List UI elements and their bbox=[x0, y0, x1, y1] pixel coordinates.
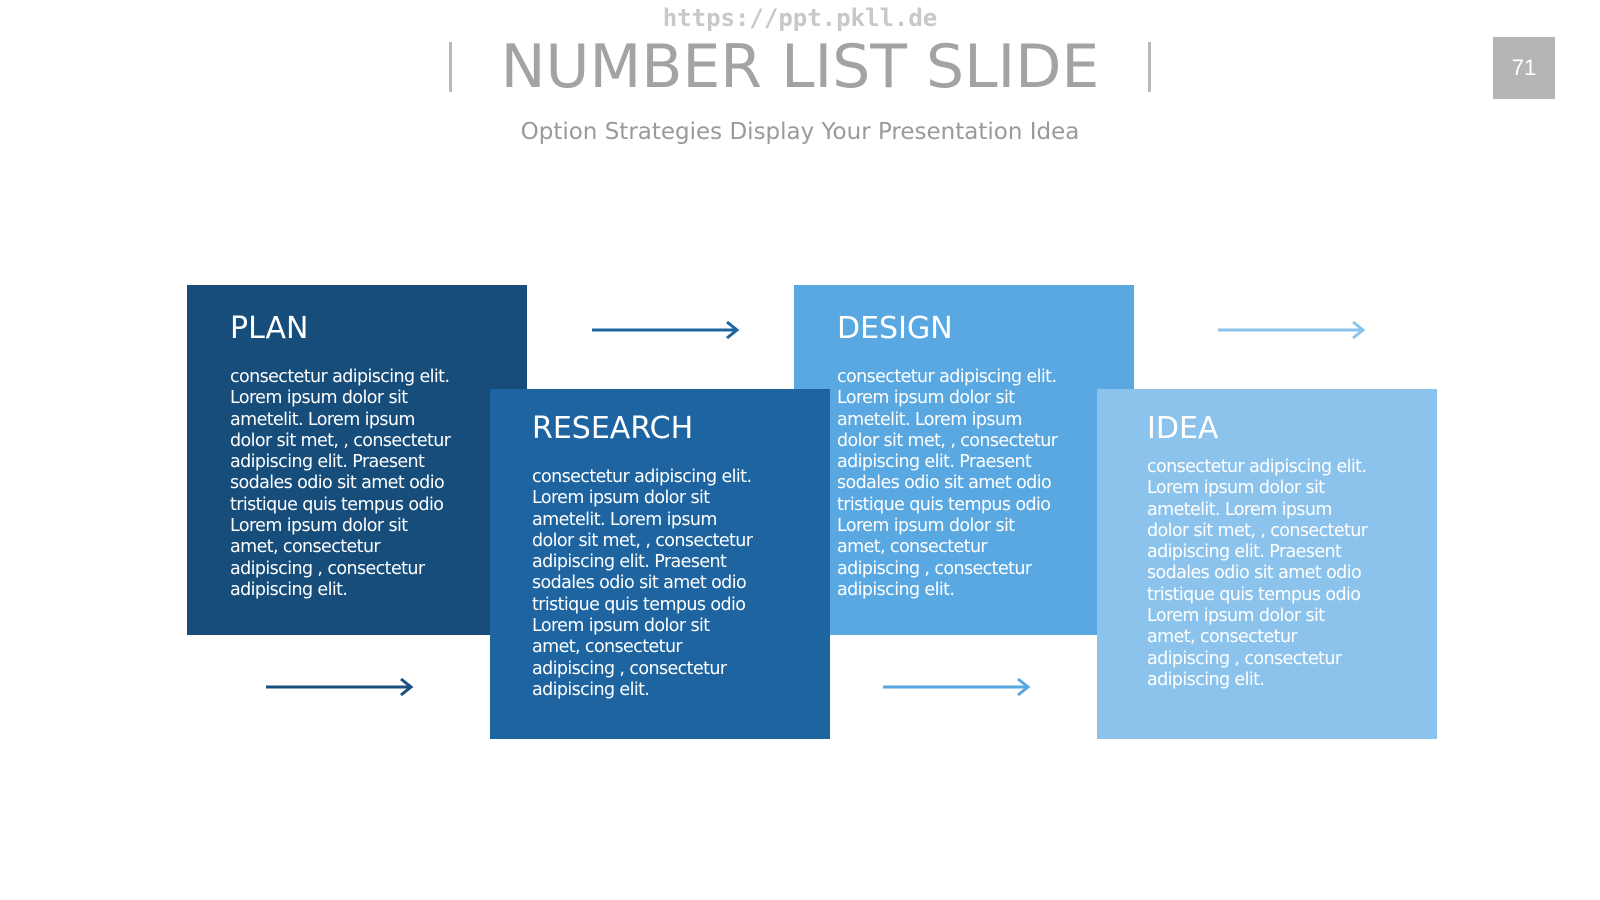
step-card-plan: PLAN consectetur adipiscing elit. Lorem … bbox=[187, 285, 527, 635]
step-body: consectetur adipiscing elit. Lorem ipsum… bbox=[230, 367, 451, 600]
step-card-research: RESEARCH consectetur adipiscing elit. Lo… bbox=[490, 389, 830, 739]
page-number-badge: 71 bbox=[1493, 37, 1555, 99]
step-title: PLAN bbox=[230, 311, 309, 346]
right-arrow-icon bbox=[266, 677, 414, 697]
step-body: consectetur adipiscing elit. Lorem ipsum… bbox=[837, 367, 1058, 600]
step-title: RESEARCH bbox=[532, 411, 694, 446]
title-row: NUMBER LIST SLIDE bbox=[0, 32, 1600, 102]
right-arrow-icon bbox=[592, 320, 740, 340]
step-body: consectetur adipiscing elit. Lorem ipsum… bbox=[1147, 457, 1368, 690]
title-left-divider bbox=[449, 42, 453, 92]
step-card-idea: IDEA consectetur adipiscing elit. Lorem … bbox=[1097, 389, 1437, 739]
right-arrow-icon bbox=[883, 677, 1031, 697]
step-card-design: DESIGN consectetur adipiscing elit. Lore… bbox=[794, 285, 1134, 635]
step-title: IDEA bbox=[1147, 411, 1219, 446]
right-arrow-icon bbox=[1218, 320, 1366, 340]
step-body: consectetur adipiscing elit. Lorem ipsum… bbox=[532, 467, 753, 700]
watermark-url: https://ppt.pkll.de bbox=[662, 4, 938, 32]
page-title: NUMBER LIST SLIDE bbox=[500, 32, 1100, 102]
page-subtitle: Option Strategies Display Your Presentat… bbox=[520, 119, 1080, 145]
title-right-divider bbox=[1147, 42, 1151, 92]
step-title: DESIGN bbox=[837, 311, 953, 346]
